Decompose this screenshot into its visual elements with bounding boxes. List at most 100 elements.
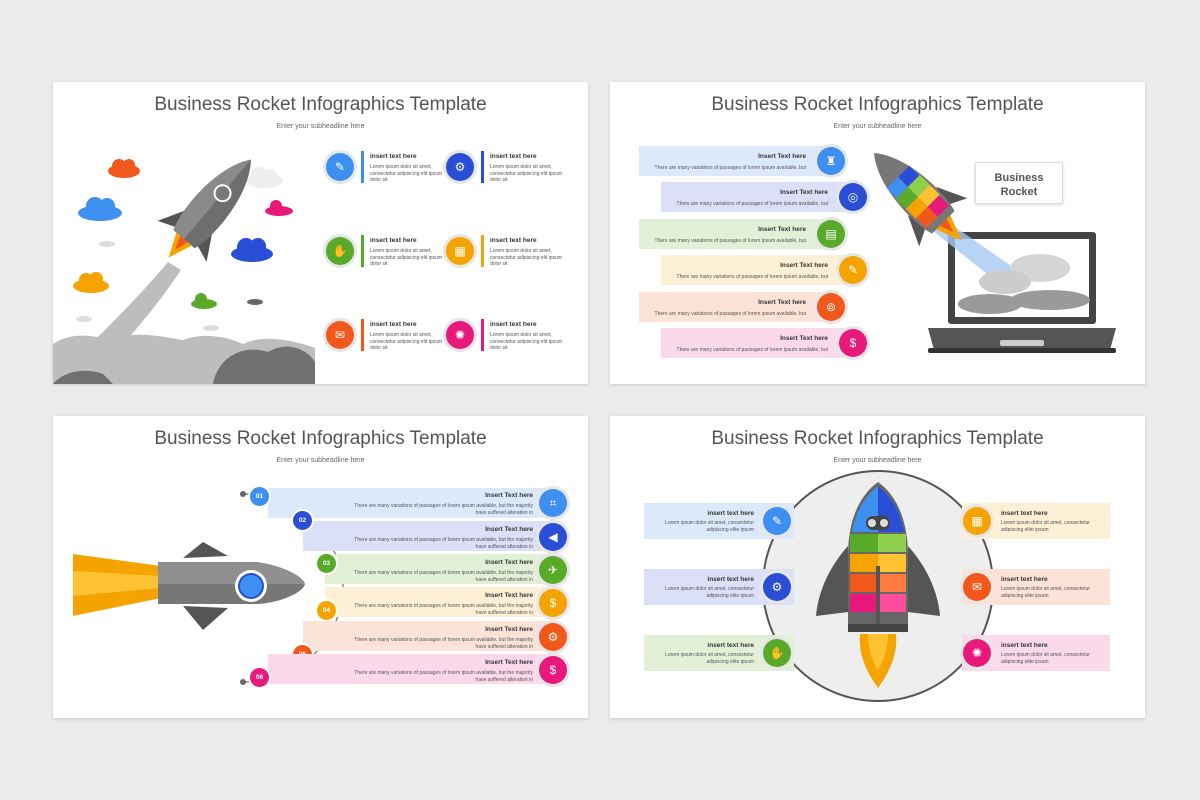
item-body: There are many variations of passages of… <box>676 201 828 207</box>
item-body: There are many variations of passages of… <box>654 238 806 244</box>
item-band <box>268 488 550 518</box>
item-body: There are many variations of passages of… <box>354 503 533 516</box>
handshake-icon: ✋ <box>326 237 354 265</box>
slide-title: Business Rocket Infographics Template <box>154 94 487 115</box>
item-band <box>268 654 550 684</box>
slide-1[interactable]: Business Rocket Infographics Template En… <box>53 82 588 384</box>
envelope-icon: ✉ <box>326 321 354 349</box>
target-gear-icon: ⊚ <box>817 293 845 321</box>
item-body: Lorem ipsum dolor sit amet, consectetur … <box>490 332 562 351</box>
cloud-icon <box>73 159 293 331</box>
slide-4[interactable]: Business Rocket Infographics Template En… <box>610 416 1145 718</box>
item-heading: Insert Text here <box>758 226 806 233</box>
slide-title: Business Rocket Infographics Template <box>154 428 487 449</box>
item-band <box>661 255 861 285</box>
step-number: 04 <box>317 601 336 620</box>
step-number: 01 <box>250 487 269 506</box>
accent-bar <box>361 319 364 351</box>
item-heading: insert text here <box>490 321 537 328</box>
item-heading: insert text here <box>1001 576 1048 583</box>
gear-dollar-icon: ⚙ <box>763 573 791 601</box>
accent-bar <box>481 235 484 267</box>
money-bag-icon: $ <box>539 656 567 684</box>
slide-subheadline: Enter your subheadline here <box>276 123 365 130</box>
crop-icon: ⌗ <box>539 489 567 517</box>
item-band <box>325 587 550 617</box>
item-heading: Insert Text here <box>780 262 828 269</box>
slide-2[interactable]: Business Rocket Infographics Template En… <box>610 82 1145 384</box>
accent-bar <box>361 235 364 267</box>
item-heading: insert text here <box>370 153 417 160</box>
item-heading: Insert Text here <box>485 626 533 633</box>
target-icon: ◎ <box>839 183 867 211</box>
step-number: 06 <box>250 668 269 687</box>
podium-icon: ♜ <box>817 147 845 175</box>
slide-title: Business Rocket Infographics Template <box>711 428 1044 449</box>
business-rocket-label: Business Rocket <box>975 162 1063 204</box>
item-heading: Insert Text here <box>485 559 533 566</box>
airplane-icon: ✈ <box>539 556 567 584</box>
rocket-laptop-illustration <box>873 152 1116 353</box>
slide-3[interactable]: Business Rocket Infographics Template En… <box>53 416 588 718</box>
settings-icon: ⚙ <box>539 623 567 651</box>
hand-coin-icon: $ <box>839 329 867 357</box>
accent-bar <box>481 319 484 351</box>
item-band <box>639 219 839 249</box>
document-edit-icon: ✎ <box>839 256 867 284</box>
item-body: There are many variations of passages of… <box>354 537 533 550</box>
slide-subheadline: Enter your subheadline here <box>833 123 922 130</box>
rocket-launch-illustration <box>53 159 315 384</box>
rocket-circle-illustration <box>762 470 994 702</box>
item-heading: Insert Text here <box>758 153 806 160</box>
item-heading: insert text here <box>707 642 754 649</box>
item-body: There are many variations of passages of… <box>676 347 828 353</box>
item-heading: insert text here <box>370 237 417 244</box>
item-body: Lorem ipsum dolor sit amet, consectetur … <box>490 248 562 267</box>
gear-dollar-icon: ⚙ <box>446 153 474 181</box>
item-body: There are many variations of passages of… <box>654 311 806 317</box>
slide-title: Business Rocket Infographics Template <box>711 94 1044 115</box>
item-heading: insert text here <box>1001 642 1048 649</box>
envelope-icon: ✉ <box>963 573 991 601</box>
step-number: 02 <box>293 511 312 530</box>
step-number: 03 <box>317 554 336 573</box>
item-heading: insert text here <box>490 153 537 160</box>
accent-bar <box>481 151 484 183</box>
calendar-icon: ▦ <box>963 507 991 535</box>
item-heading: Insert Text here <box>780 189 828 196</box>
item-heading: Insert Text here <box>485 526 533 533</box>
rocket-icon <box>873 152 968 247</box>
item-heading: insert text here <box>1001 510 1048 517</box>
document-edit-icon: ✎ <box>326 153 354 181</box>
item-heading: Insert Text here <box>485 492 533 499</box>
item-band <box>661 182 861 212</box>
item-body: There are many variations of passages of… <box>354 670 533 683</box>
handshake-icon: ✋ <box>763 639 791 667</box>
item-band <box>303 521 550 551</box>
item-body: There are many variations of passages of… <box>654 165 806 171</box>
item-band <box>639 146 839 176</box>
item-band <box>661 328 861 358</box>
lightbulb-icon: ✺ <box>446 321 474 349</box>
item-body: Lorem ipsum dolor sit amet, consectetur … <box>370 164 442 183</box>
item-heading: insert text here <box>707 510 754 517</box>
item-heading: insert text here <box>370 321 417 328</box>
item-heading: Insert Text here <box>780 335 828 342</box>
item-heading: Insert Text here <box>485 659 533 666</box>
document-edit-icon: ✎ <box>763 507 791 535</box>
money-icon: $ <box>539 589 567 617</box>
calendar-icon: ▦ <box>446 237 474 265</box>
item-body: There are many variations of passages of… <box>354 570 533 583</box>
item-body: There are many variations of passages of… <box>676 274 828 280</box>
item-body: Lorem ipsum dolor sit amet, consectetur … <box>490 164 562 183</box>
rocket-timeline-illustration <box>73 491 344 685</box>
item-heading: Insert Text here <box>758 299 806 306</box>
item-body: There are many variations of passages of… <box>354 603 533 616</box>
item-heading: insert text here <box>490 237 537 244</box>
